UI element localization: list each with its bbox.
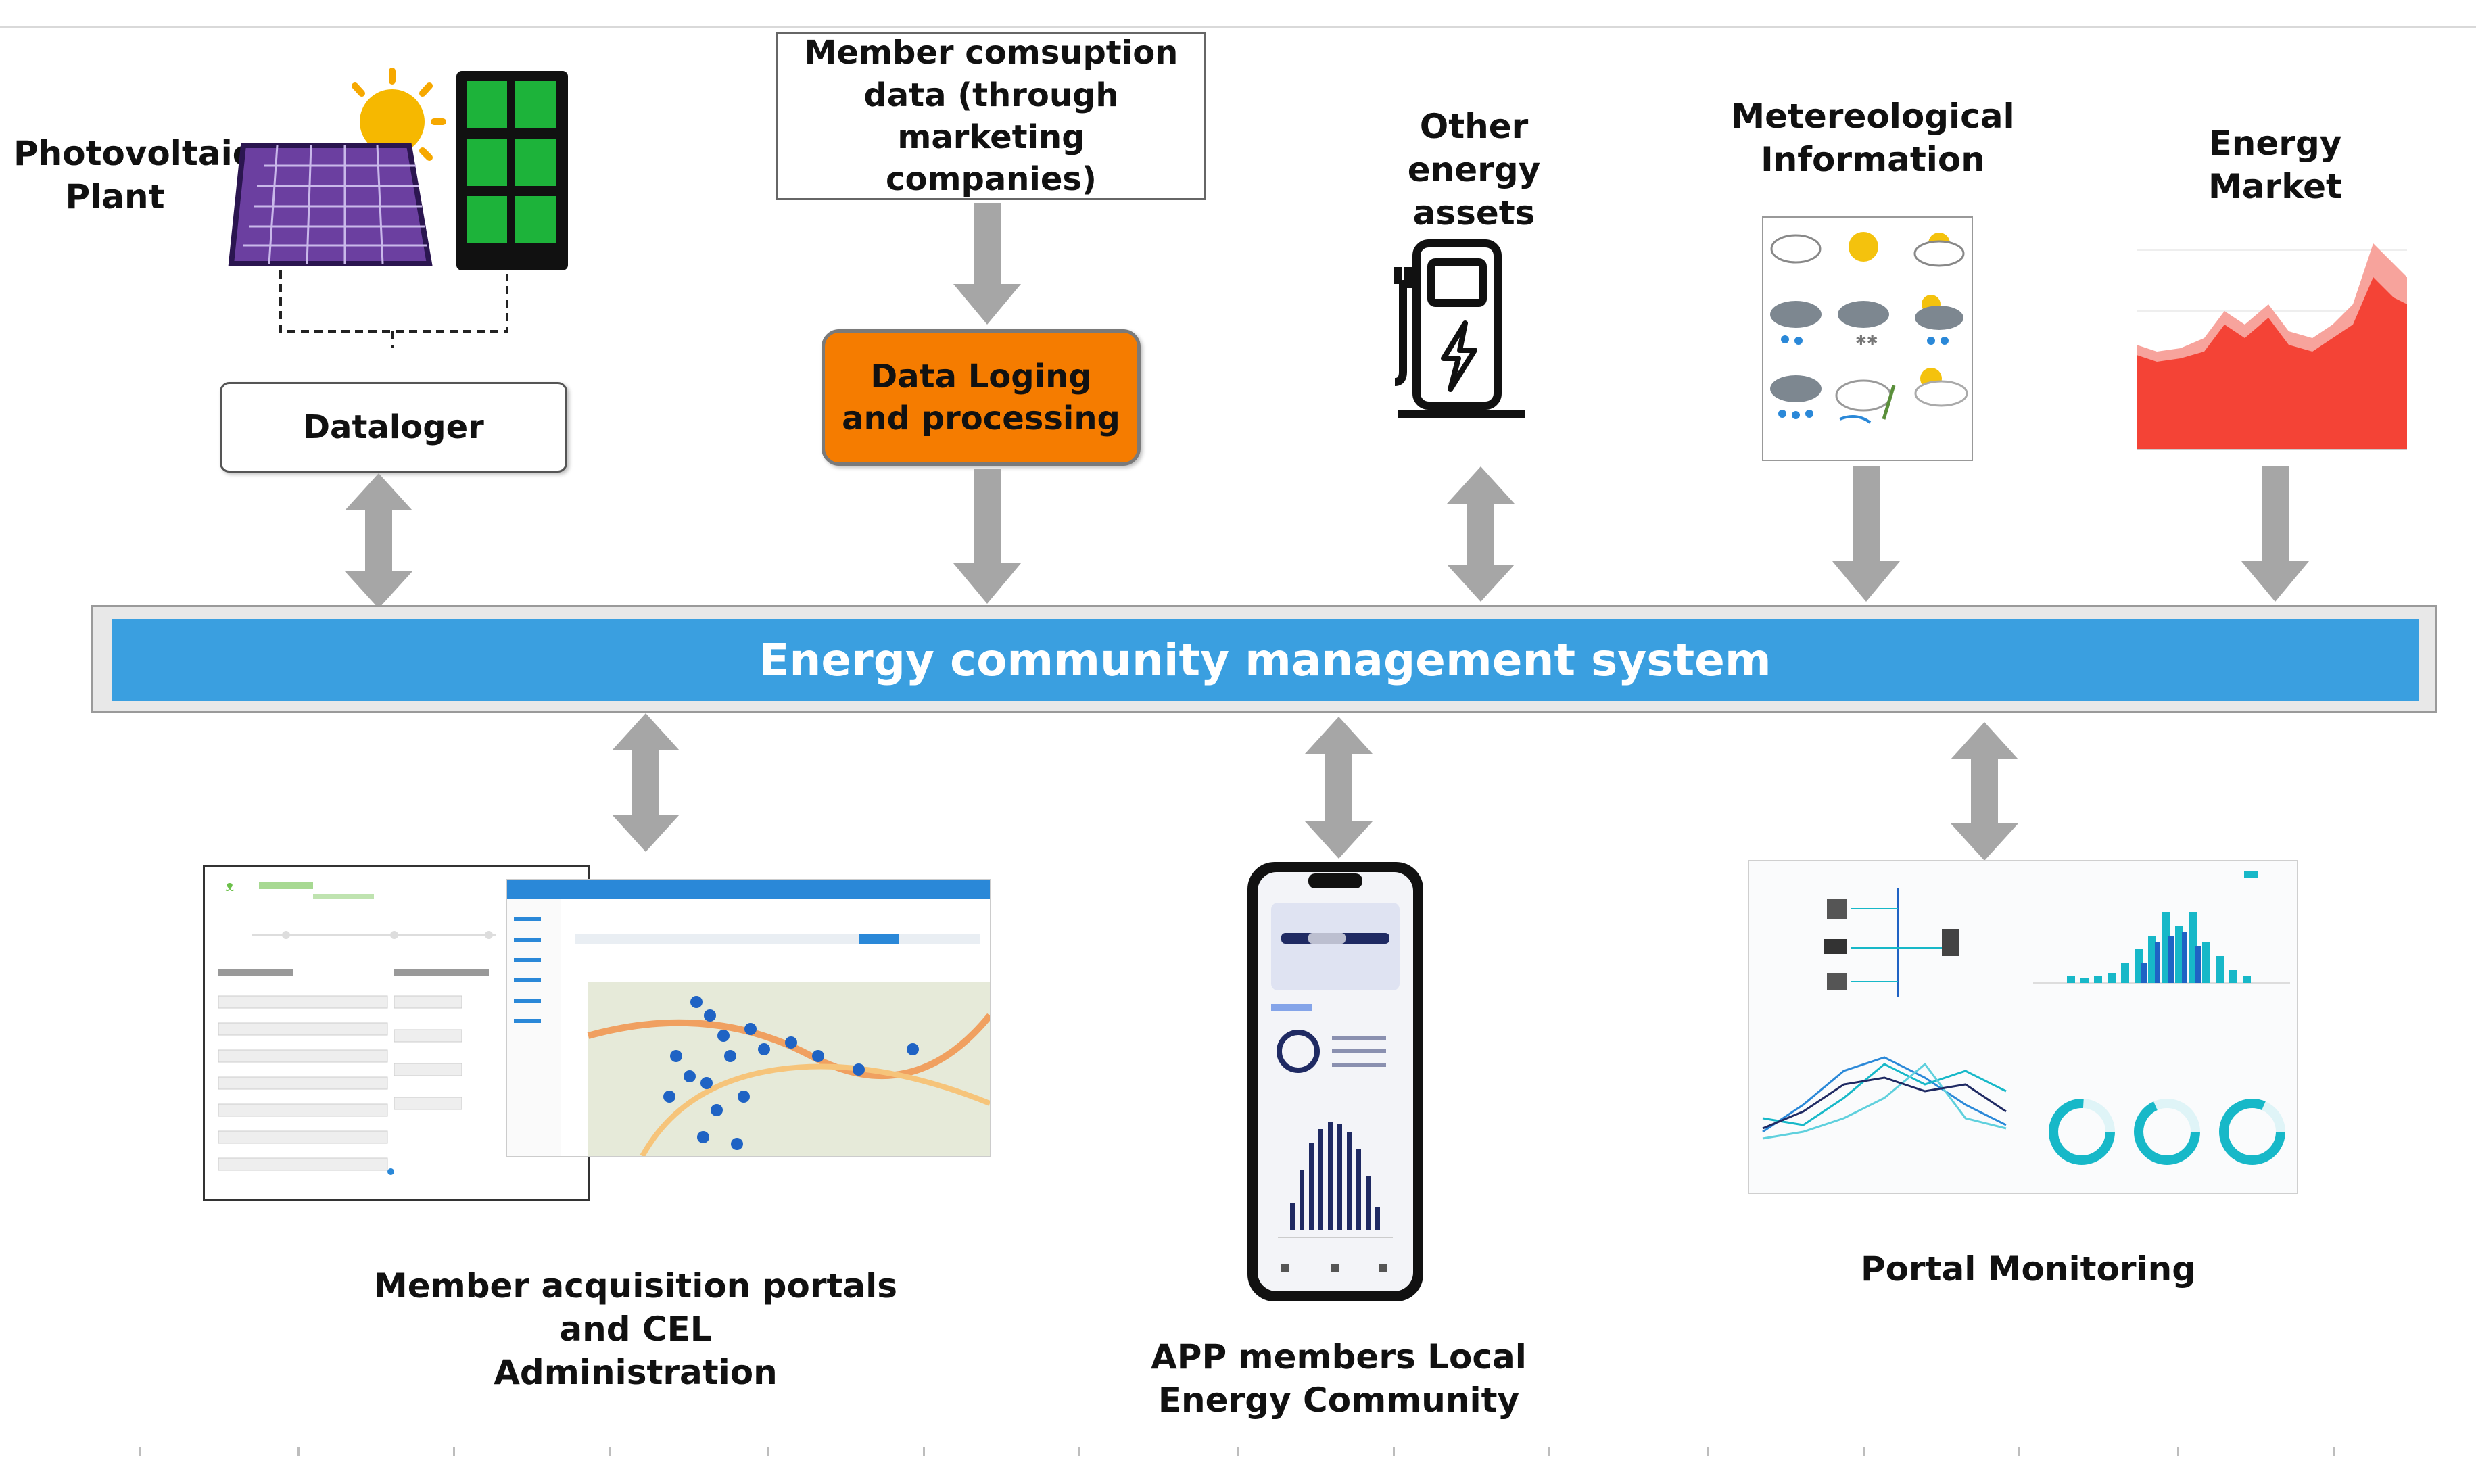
app-label: APP members Local Energy Community (1149, 1335, 1528, 1422)
member-consumption-line1: Member comsuption (804, 34, 1179, 72)
axis-tick (923, 1447, 925, 1456)
dashed-connector (279, 270, 508, 348)
mobile-app-screenshot (1247, 862, 1423, 1301)
pv-plant-label-line1: Photovoltaic (14, 134, 253, 173)
acquisition-map-screenshot (506, 879, 991, 1157)
member-consumption-line2: data (through marketing (863, 76, 1119, 156)
donut-panel (2049, 1099, 2285, 1165)
acquisition-line1: Member acquisition portals and CEL (373, 1266, 898, 1349)
monitoring-label: Portal Monitoring (1860, 1249, 2197, 1289)
svg-text:✱✱: ✱✱ (1855, 332, 1878, 348)
axis-tick (297, 1447, 300, 1456)
axis-tick (767, 1447, 769, 1456)
system-title: Energy community management system (759, 633, 1771, 686)
web-portal-screenshot: ᴥ (218, 878, 496, 1175)
dataloger-box: Dataloger (220, 382, 567, 473)
line-chart-panel (1762, 1056, 2007, 1140)
weather-grid-icon: ✱✱ (1762, 216, 1973, 461)
axis-tick (1078, 1447, 1080, 1456)
arrow-logging-system (953, 469, 1021, 604)
dashboard-screenshot (1748, 860, 2298, 1194)
top-frame-line (0, 26, 2476, 28)
acquisition-line2: Administration (494, 1353, 778, 1392)
axis-tick (1237, 1447, 1239, 1456)
axis-tick (2333, 1447, 2335, 1456)
axis-tick (139, 1447, 141, 1456)
battery-icon (456, 71, 568, 270)
market-area-chart-thumbnail (2116, 223, 2421, 466)
acquisition-label: Member acquisition portals and CEL Admin… (358, 1264, 913, 1394)
axis-tick (1548, 1447, 1550, 1456)
axis-tick (1393, 1447, 1395, 1456)
other-assets-label: Other energy assets (1352, 105, 1596, 235)
arrow-system-monitoring (1951, 722, 2018, 861)
pv-plant-label: Photovoltaic Plant (14, 132, 253, 218)
arrow-market-system (2241, 466, 2309, 602)
axis-tick (453, 1447, 455, 1456)
ev-charger-icon (1394, 239, 1525, 418)
meteo-label: Metereological Information (1731, 95, 2015, 181)
dataloger-label: Dataloger (303, 408, 484, 446)
market-area-front (2137, 277, 2407, 450)
data-logging-box: Data Loging and processing (822, 329, 1141, 466)
axis-tick (1707, 1447, 1709, 1456)
histogram-panel (2033, 871, 2290, 984)
arrow-meteo-system (1832, 466, 1900, 602)
data-logging-line2: and processing (842, 400, 1120, 437)
arrow-assets-system (1447, 466, 1515, 602)
axis-tick (2177, 1447, 2179, 1456)
arrow-dataloger-system (345, 473, 412, 608)
meteo-line1: Metereological (1731, 97, 2015, 136)
pv-plant-label-line2: Plant (65, 177, 165, 216)
meteo-line2: Information (1761, 140, 1985, 179)
svg-text:ᴥ: ᴥ (225, 878, 234, 895)
data-logging-line1: Data Loging (870, 357, 1092, 396)
app-line2: Energy Community (1158, 1381, 1520, 1420)
energy-flow-diagram (1824, 888, 1959, 997)
market-label: Energy Market (2208, 124, 2342, 206)
other-assets-line2: assets (1412, 193, 1535, 233)
axis-tick (609, 1447, 611, 1456)
axis-tick (2018, 1447, 2020, 1456)
app-line1: APP members Local (1151, 1337, 1527, 1377)
member-consumption-box: Member comsuption data (through marketin… (776, 32, 1206, 200)
weather-row-3 (1770, 368, 1968, 424)
arrow-consumption-logging (953, 203, 1021, 325)
system-bar: Energy community management system (112, 619, 2419, 701)
weather-row-1 (1770, 232, 1965, 267)
pv-plant-icon-group (228, 68, 568, 348)
other-assets-line1: Other energy (1407, 107, 1541, 189)
arrow-system-acquisition (612, 713, 680, 852)
arrow-system-app (1305, 717, 1373, 859)
weather-row-2: ✱✱ (1770, 295, 1963, 348)
sun-icon (352, 68, 446, 161)
solar-panel-icon (228, 143, 433, 266)
axis-tick (1863, 1447, 1865, 1456)
member-consumption-line3: companies) (886, 160, 1097, 199)
